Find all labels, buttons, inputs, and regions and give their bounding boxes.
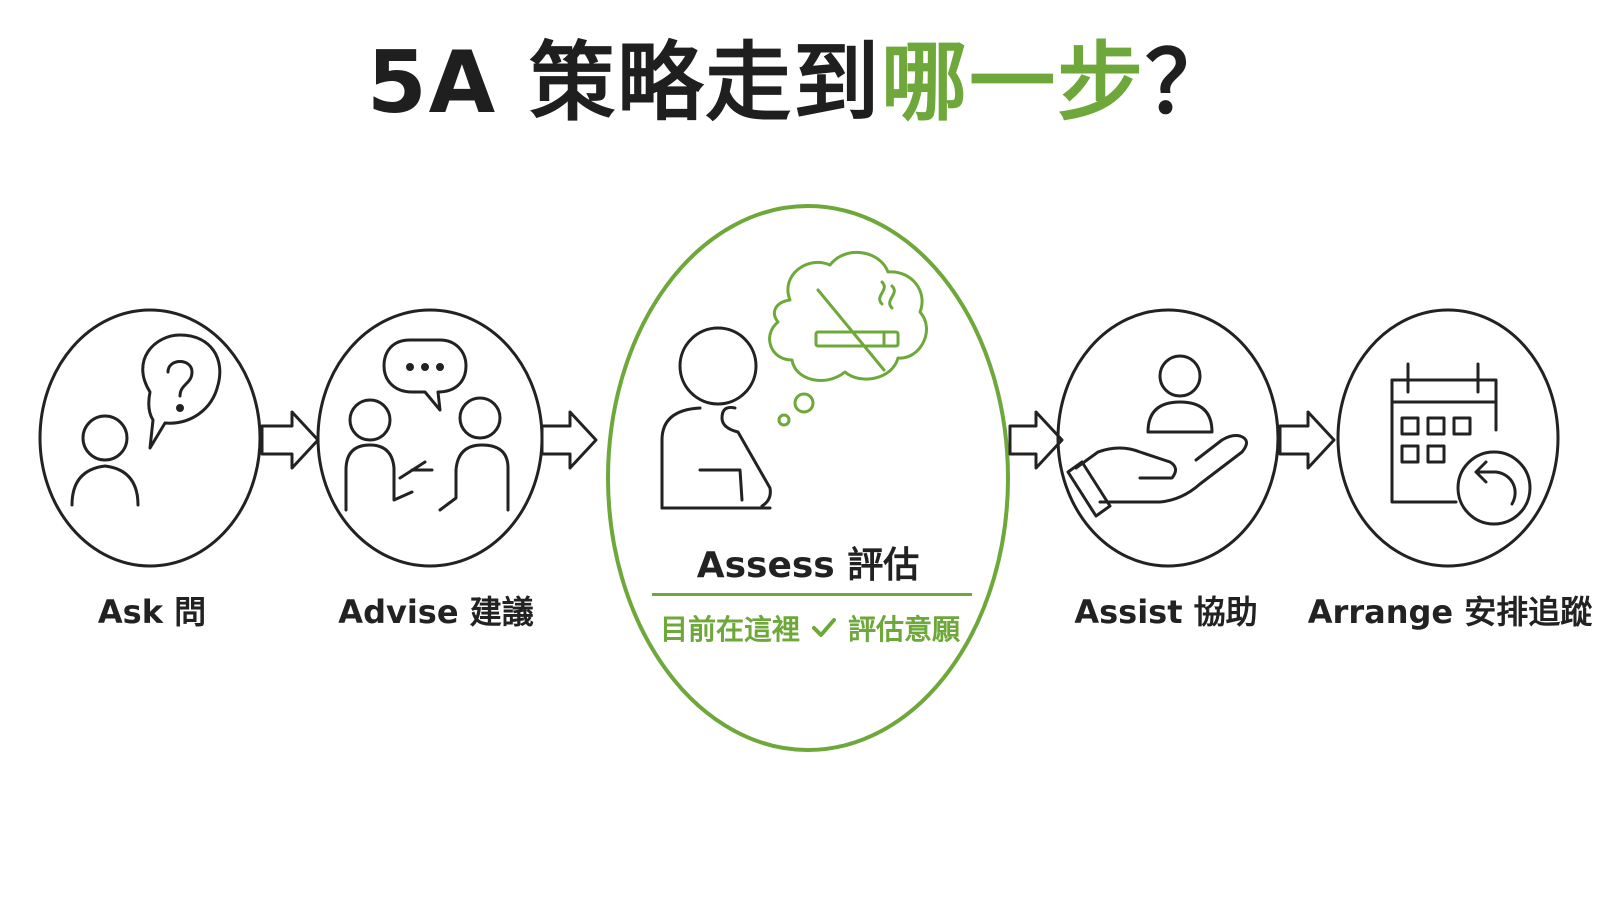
step-assess-highlight-ring (606, 204, 1010, 752)
step-arrange-label: Arrange 安排追蹤 (1307, 593, 1593, 631)
step-advise-label: Advise 建議 (338, 593, 534, 631)
check-icon (812, 618, 836, 637)
step-assist-circle (1056, 308, 1280, 568)
assess-divider (652, 593, 972, 596)
person-question-bubble-icon (70, 333, 222, 507)
step-assess-label: Assess 評估 (696, 545, 920, 586)
assess-status-text: 評估意願 (848, 613, 961, 646)
step-arrange-circle (1336, 308, 1560, 568)
arrow-1-icon (260, 410, 320, 470)
two-people-talking-icon (344, 338, 510, 512)
current-position-note: 目前在這裡 評估意願 (660, 608, 960, 648)
step-assist-label: Assist 協助 (1074, 593, 1258, 631)
thinking-person-no-smoking-icon (660, 250, 928, 510)
arrow-3-icon (1008, 410, 1064, 470)
arrow-2-icon (540, 410, 598, 470)
hand-holding-person-icon (1066, 354, 1248, 518)
title-question-mark: ？ (1145, 33, 1234, 133)
page-title: 5A 策略走到哪一步？ (0, 28, 1600, 138)
calendar-return-icon (1390, 362, 1532, 526)
title-part-highlight: 哪一步 (881, 33, 1146, 133)
step-ask-label: Ask 問 (97, 593, 207, 631)
arrow-4-icon (1278, 410, 1336, 470)
step-advise-circle (316, 308, 544, 568)
you-are-here-text: 目前在這裡 (659, 613, 800, 646)
title-part-main: 5A 策略走到 (366, 33, 882, 133)
step-ask-circle (38, 308, 262, 568)
